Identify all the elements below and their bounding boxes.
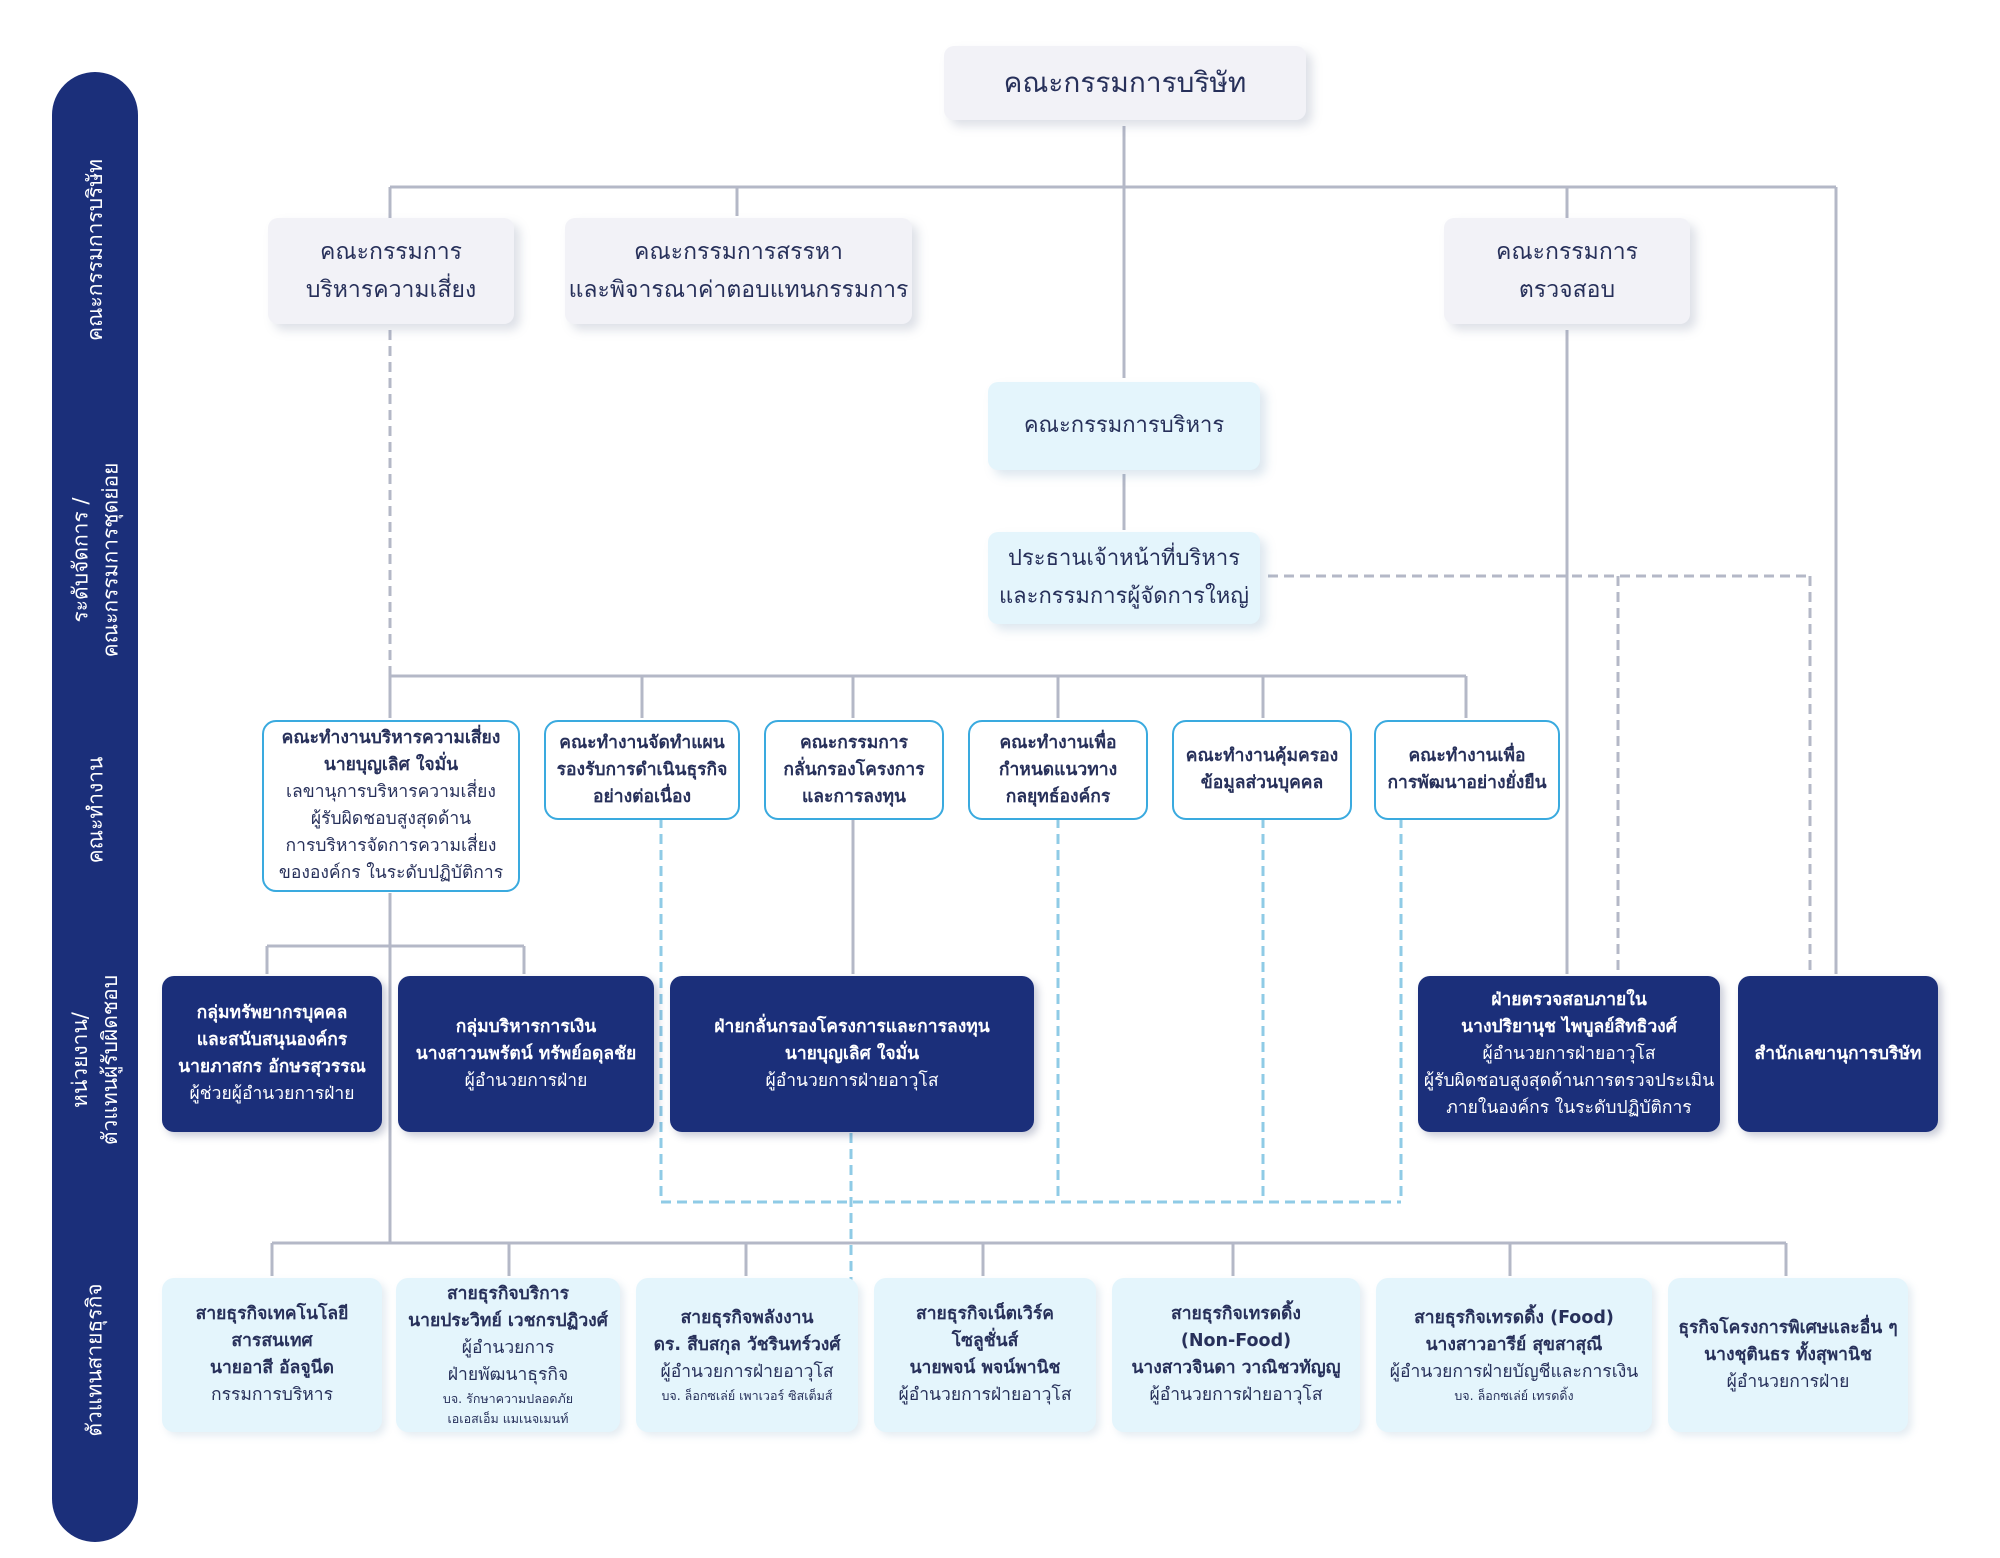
- unit-company-secretary: สำนักเลขานุการบริษัท: [1738, 976, 1938, 1132]
- business-unit-energy: สายธุรกิจพลังงาน ดร. สืบสกุล วัชรินทร์วง…: [636, 1278, 858, 1432]
- working-group-investment-screening: คณะกรรมการ กลั่นกรองโครงการ และการลงทุน: [764, 720, 944, 820]
- working-group-data-protection: คณะทำงานคุ้มครอง ข้อมูลส่วนบุคคล: [1172, 720, 1352, 820]
- business-unit-network: สายธุรกิจเน็ตเวิร์ค โซลูชั่นส์ นายพจน์ พ…: [874, 1278, 1096, 1432]
- nomination-committee: คณะกรรมการสรรหาและพิจารณาค่าตอบแทนกรรมกา…: [565, 218, 912, 324]
- business-unit-services: สายธุรกิจบริการ นายประวิทย์ เวชกรปฏิวงศ์…: [396, 1278, 620, 1432]
- unit-finance: กลุ่มบริหารการเงิน นางสาวนพรัตน์ ทรัพย์อ…: [398, 976, 654, 1132]
- ceo-president: ประธานเจ้าหน้าที่บริหารและกรรมการผู้จัดก…: [988, 532, 1260, 624]
- executive-committee: คณะกรรมการบริหาร: [988, 382, 1260, 470]
- business-unit-special-projects: ธุรกิจโครงการพิเศษและอื่น ๆ นางชุตินธร ท…: [1668, 1278, 1908, 1432]
- level-sidebar: [52, 72, 138, 1542]
- business-unit-trading-nonfood: สายธุรกิจเทรดดิ้ง (Non-Food) นางสาวจินดา…: [1112, 1278, 1360, 1432]
- risk-management-committee: คณะกรรมการบริหารความเสี่ยง: [268, 218, 514, 324]
- business-unit-trading-food: สายธุรกิจเทรดดิ้ง (Food) นางสาวอารีย์ สุ…: [1376, 1278, 1652, 1432]
- working-group-business-continuity: คณะทำงานจัดทำแผน รองรับการดำเนินธุรกิจ อ…: [544, 720, 740, 820]
- unit-internal-audit: ฝ่ายตรวจสอบภายใน นางปริยานุช ไพบูลย์สิทธ…: [1418, 976, 1720, 1132]
- working-group-risk: คณะทำงานบริหารความเสี่ยง นายบุญเลิศ ใจมั…: [262, 720, 520, 892]
- working-group-sustainability: คณะทำงานเพื่อ การพัฒนาอย่างยั่งยืน: [1374, 720, 1560, 820]
- audit-committee: คณะกรรมการตรวจสอบ: [1444, 218, 1690, 324]
- board-of-directors: คณะกรรมการบริษัท: [944, 46, 1306, 120]
- business-unit-it: สายธุรกิจเทคโนโลยี สารสนเทศ นายอาสี อัลจ…: [162, 1278, 382, 1432]
- unit-investment-screening: ฝ่ายกลั่นกรองโครงการและการลงทุน นายบุญเล…: [670, 976, 1034, 1132]
- working-group-strategy: คณะทำงานเพื่อ กำหนดแนวทาง กลยุทธ์องค์กร: [968, 720, 1148, 820]
- unit-hr-support: กลุ่มทรัพยากรบุคคล และสนับสนุนองค์กร นาย…: [162, 976, 382, 1132]
